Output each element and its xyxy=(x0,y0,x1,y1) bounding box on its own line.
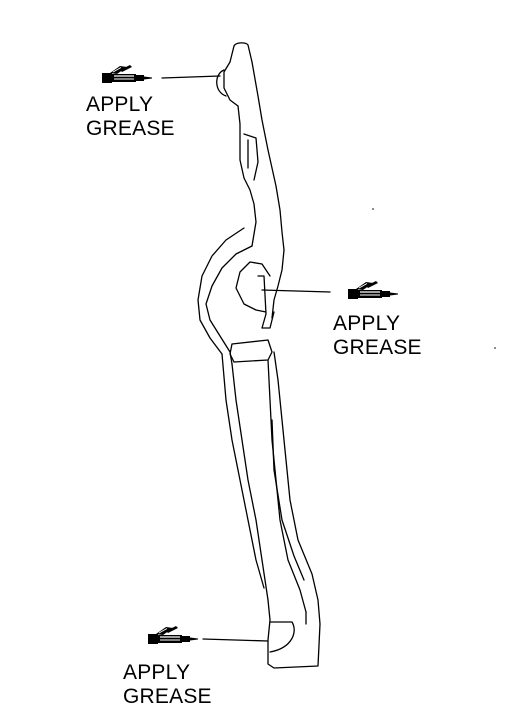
grease-gun-icon xyxy=(101,64,153,84)
top-grease-point xyxy=(216,69,227,97)
grease-gun-icon xyxy=(347,280,399,300)
label-line: APPLY xyxy=(86,93,154,116)
label-line: GREASE xyxy=(123,685,212,708)
apply-grease-label-top: APPLY GREASE xyxy=(86,93,175,141)
leader-line-bottom xyxy=(202,638,269,642)
label-line: APPLY xyxy=(123,661,191,684)
lever-top-edge xyxy=(233,42,253,63)
mid-grease-point xyxy=(235,261,271,313)
label-line: APPLY xyxy=(333,312,401,335)
bottom-grease-point xyxy=(269,621,295,653)
leader-line-top xyxy=(161,75,221,79)
grease-gun-icon xyxy=(147,625,199,645)
label-line: GREASE xyxy=(333,336,422,359)
apply-grease-label-mid: APPLY GREASE xyxy=(333,312,422,360)
apply-grease-label-bottom: APPLY GREASE xyxy=(123,661,212,709)
lever-top-knob xyxy=(223,61,239,107)
collar-band xyxy=(229,339,273,363)
label-line: GREASE xyxy=(86,117,175,140)
leader-line-mid xyxy=(261,289,331,293)
